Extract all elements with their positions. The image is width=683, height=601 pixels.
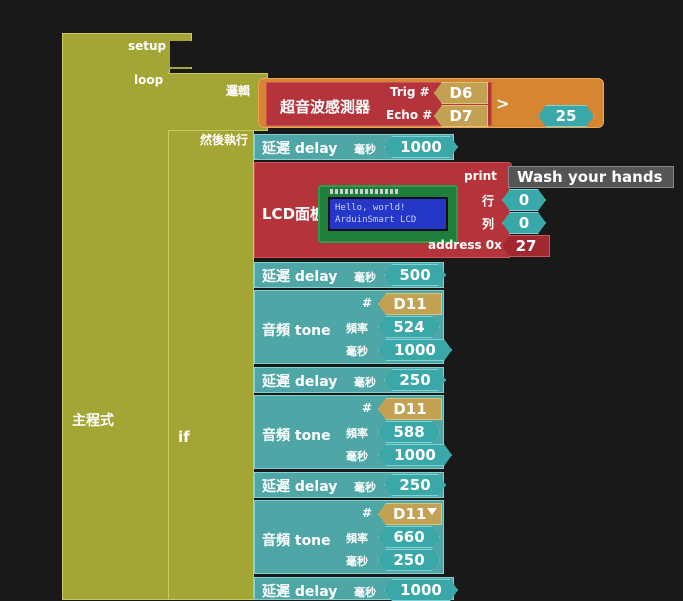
tone-freq-label-1: 頻率	[346, 322, 368, 335]
compare-operator[interactable]: >	[496, 94, 510, 113]
lcd-row-value[interactable]: 0	[502, 189, 546, 211]
delay-label-1: 延遲 delay	[262, 141, 338, 157]
delay-value-4[interactable]: 250	[384, 474, 446, 496]
setup-label: setup	[128, 39, 167, 53]
main-program-label: 主程式	[72, 413, 114, 429]
tone-pin-select-1[interactable]: D11	[378, 293, 442, 315]
delay-label-5: 延遲 delay	[262, 584, 338, 600]
tone-ms-value-2[interactable]: 1000	[378, 444, 452, 466]
tone-label-2: 音頻 tone	[262, 428, 331, 444]
tone-label-1: 音頻 tone	[262, 323, 331, 339]
lcd-print-value[interactable]: Wash your hands	[508, 166, 674, 188]
lcd-print-label: print	[464, 169, 497, 183]
compare-value[interactable]: 25	[538, 105, 594, 127]
tone-ms-label-3: 毫秒	[346, 555, 368, 568]
if-block[interactable]	[168, 73, 254, 600]
tone-freq-value-3[interactable]: 660	[378, 526, 440, 548]
tone-freq-value-2[interactable]: 588	[378, 421, 440, 443]
delay-label-4: 延遲 delay	[262, 479, 338, 495]
delay-unit-1: 毫秒	[354, 143, 376, 156]
lcd-row-label: 行	[482, 194, 495, 208]
tone-pin-select-2[interactable]: D11	[378, 398, 442, 420]
tone-pin-label-1: #	[362, 296, 373, 310]
delay-unit-2: 毫秒	[354, 271, 376, 284]
lcd-print-arm	[460, 163, 512, 187]
if-logic-label: 邏輯	[226, 84, 251, 98]
tone-freq-label-3: 頻率	[346, 532, 368, 545]
tone-ms-label-1: 毫秒	[346, 345, 368, 358]
lcd-col-label: 列	[482, 217, 495, 231]
delay-label-3: 延遲 delay	[262, 374, 338, 390]
tone-pin-label-2: #	[362, 401, 373, 415]
lcd-module-image: Hello, world! ArduinSmart LCD	[318, 185, 458, 243]
delay-unit-4: 毫秒	[354, 481, 376, 494]
tone-ms-value-3[interactable]: 250	[378, 549, 440, 571]
triangle-down-icon[interactable]	[427, 508, 437, 515]
delay-unit-3: 毫秒	[354, 376, 376, 389]
echo-label: Echo #	[386, 108, 433, 122]
delay-value-2[interactable]: 500	[384, 264, 446, 286]
lcd-address-value[interactable]: 27	[502, 235, 550, 257]
delay-label-2: 延遲 delay	[262, 269, 338, 285]
ultrasonic-sensor-label: 超音波感測器	[280, 98, 371, 116]
delay-value-3[interactable]: 250	[384, 369, 446, 391]
loop-label: loop	[134, 73, 164, 87]
tone-ms-value-1[interactable]: 1000	[378, 339, 452, 361]
tone-pin-label-3: #	[362, 506, 373, 520]
tone-freq-label-2: 頻率	[346, 427, 368, 440]
lcd-col-value[interactable]: 0	[502, 212, 546, 234]
tone-pin-select-3[interactable]: D11	[378, 503, 442, 525]
delay-value-1[interactable]: 1000	[384, 136, 458, 158]
tone-label-3: 音頻 tone	[262, 533, 331, 549]
trig-label: Trig #	[390, 85, 430, 99]
echo-pin-select[interactable]: D7	[434, 105, 488, 127]
tone-freq-value-1[interactable]: 524	[378, 316, 440, 338]
main-program-block[interactable]	[62, 33, 170, 600]
if-label: if	[178, 428, 190, 446]
lcd-screen: Hello, world! ArduinSmart LCD	[328, 197, 448, 231]
lcd-screen-line-1: Hello, world!	[335, 203, 406, 213]
lcd-pin-header	[330, 189, 398, 194]
if-header-arm	[168, 73, 268, 131]
lcd-screen-line-2: ArduinSmart LCD	[335, 215, 417, 225]
trig-pin-select[interactable]: D6	[434, 82, 488, 104]
lcd-address-label: address 0x	[428, 238, 502, 252]
if-then-label: 然後執行	[200, 133, 249, 147]
delay-value-5[interactable]: 1000	[384, 579, 458, 601]
setup-empty-slot[interactable]	[170, 41, 194, 67]
delay-unit-5: 毫秒	[354, 586, 376, 599]
tone-ms-label-2: 毫秒	[346, 450, 368, 463]
